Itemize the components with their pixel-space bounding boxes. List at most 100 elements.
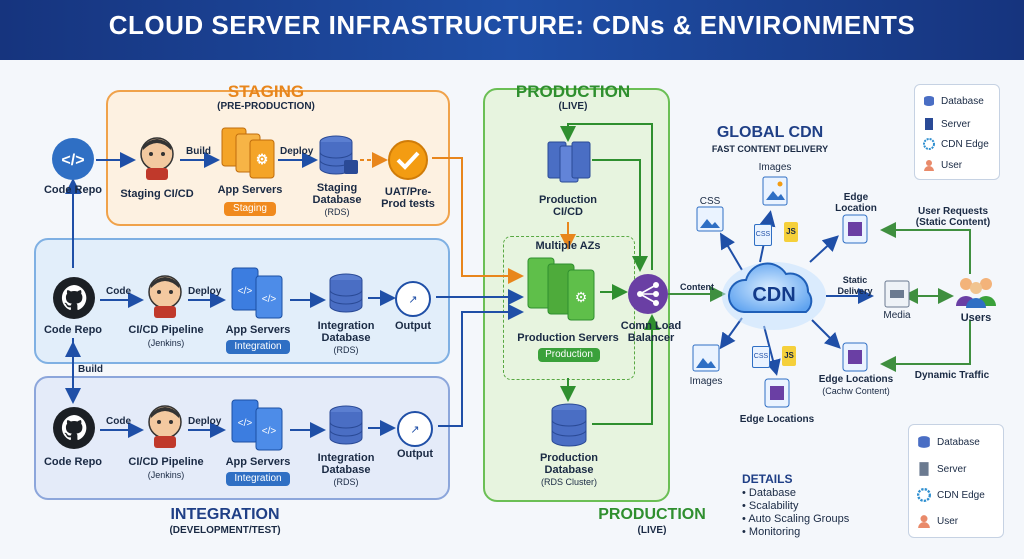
cdn-edge-bottom: Edge Locations bbox=[739, 414, 815, 425]
legend-top-item: CDN Edge bbox=[923, 138, 989, 150]
integration-a-app-servers-label: App Servers bbox=[225, 324, 291, 336]
production-subtitle: (LIVE) bbox=[558, 101, 588, 112]
staging-uat-line2: Prod tests bbox=[381, 198, 435, 210]
cdn-center-label: CDN bbox=[752, 284, 796, 306]
integration-b-output-label: Output bbox=[396, 448, 434, 460]
media-file-icon bbox=[884, 280, 910, 308]
legend-bottom-item: CDN Edge bbox=[917, 488, 985, 502]
staging-build-label: Build bbox=[186, 146, 211, 157]
cdn-content-label: Content bbox=[680, 282, 714, 292]
integration-a-ci-line2: (Jenkins) bbox=[147, 338, 185, 348]
integration-a-deploy-label: Deploy bbox=[188, 286, 222, 297]
cdn-static-line1: Static bbox=[842, 275, 868, 285]
integration-a-output-label: Output bbox=[394, 320, 432, 332]
production-ci-line2: CI/CD bbox=[553, 206, 583, 218]
app-server-icon: </> </> bbox=[231, 267, 283, 319]
cdn-css-top: CSS bbox=[699, 196, 721, 207]
users-label: Users bbox=[960, 312, 992, 324]
cdn-title: GLOBAL CDN bbox=[716, 124, 824, 141]
user-requests-line2: (Static Content) bbox=[915, 217, 991, 228]
integration-b-ci-line1: CI/CD Pipeline bbox=[128, 456, 204, 468]
cdn-images-bottom: Images bbox=[689, 376, 723, 387]
integration-a-code-repo-label: Code Repo bbox=[43, 324, 103, 336]
page-title: CLOUD SERVER INFRASTRUCTURE: CDNs & ENVI… bbox=[108, 10, 916, 40]
legend-bottom-item: Server bbox=[917, 461, 966, 477]
multiple-azs-label: Multiple AZs bbox=[535, 240, 601, 252]
header-bar bbox=[0, 0, 1024, 60]
jenkins-icon bbox=[148, 405, 182, 448]
integration-b-code-label: Code bbox=[106, 416, 131, 427]
edge-location-icon bbox=[764, 378, 790, 408]
cdn-media-label: Media bbox=[883, 310, 911, 321]
cdn-images-top: Images bbox=[758, 162, 792, 173]
integration-a-badge: Integration bbox=[226, 340, 290, 354]
image-icon bbox=[696, 206, 724, 232]
svg-text:↗: ↗ bbox=[408, 294, 417, 306]
cdn-subtitle: FAST CONTENT DELIVERY bbox=[711, 144, 829, 154]
production-badge: Production bbox=[538, 348, 600, 362]
edge-location-icon bbox=[842, 342, 868, 372]
app-server-icon: ⚙ bbox=[221, 127, 275, 179]
server-icon bbox=[925, 118, 933, 130]
jenkins-icon bbox=[140, 137, 174, 180]
jenkins-icon bbox=[148, 275, 182, 318]
integration-a-db-line2: Database bbox=[321, 332, 371, 344]
user-icon bbox=[924, 160, 934, 171]
output-icon: ↗ bbox=[395, 281, 431, 317]
integration-a-code-label: Code bbox=[106, 286, 131, 297]
load-balancer-icon bbox=[628, 274, 668, 314]
production-bottom-title: PRODUCTION bbox=[598, 506, 706, 523]
staging-db-line1: Staging bbox=[316, 182, 358, 194]
lb-line2: Balancer bbox=[627, 332, 675, 344]
staging-uat-line1: UAT/Pre- bbox=[384, 186, 432, 198]
image-icon bbox=[692, 344, 720, 372]
database-icon bbox=[329, 405, 363, 445]
edge-location-icon bbox=[842, 214, 868, 244]
user-requests-line1: User Requests bbox=[917, 206, 989, 217]
cdn-edge-top-line2: Location bbox=[835, 203, 877, 214]
staging-db-line3: (RDS) bbox=[324, 207, 350, 217]
css-chip-icon: CSS bbox=[754, 224, 772, 246]
integration-subtitle: (DEVELOPMENT/TEST) bbox=[169, 525, 281, 536]
details-item: • Monitoring bbox=[742, 526, 801, 538]
staging-subtitle: (PRE-PRODUCTION) bbox=[217, 101, 315, 112]
staging-badge: Staging bbox=[224, 202, 276, 216]
integration-b-db-line3: (RDS) bbox=[333, 477, 359, 487]
integration-b-app-servers-label: App Servers bbox=[225, 456, 291, 468]
css-chip-icon-bottom: CSS bbox=[752, 346, 770, 368]
integration-b-badge: Integration bbox=[226, 472, 290, 486]
details-item: • Scalability bbox=[742, 500, 799, 512]
production-title: PRODUCTION bbox=[515, 82, 631, 101]
integration-b-code-repo-label: Code Repo bbox=[43, 456, 103, 468]
app-server-icon: </> </> bbox=[231, 399, 283, 451]
legend-bottom-item: User bbox=[917, 514, 958, 528]
details-list: • Database • Scalability • Auto Scaling … bbox=[742, 487, 849, 539]
details-item: • Auto Scaling Groups bbox=[742, 513, 850, 525]
user-icon bbox=[918, 515, 930, 528]
js-chip-icon: JS bbox=[784, 222, 798, 242]
check-icon bbox=[388, 140, 428, 180]
legend-bottom: Database Server CDN Edge User bbox=[908, 424, 1004, 538]
production-bottom-subtitle: (LIVE) bbox=[637, 525, 667, 536]
github-icon bbox=[53, 277, 95, 319]
cdn-edge-right-line2: (Cachw Content) bbox=[822, 386, 890, 396]
integration-b-db-line2: Database bbox=[321, 464, 371, 476]
staging-code-repo-label: Code Repo bbox=[43, 184, 103, 196]
integration-a-db-line1: Integration bbox=[317, 320, 375, 332]
image-icon bbox=[762, 176, 788, 206]
staging-ci-label: Staging CI/CD bbox=[120, 188, 194, 200]
production-db-line2: Database bbox=[544, 464, 594, 476]
github-icon bbox=[53, 407, 95, 449]
svg-text:⚙: ⚙ bbox=[575, 289, 588, 305]
legend-top-item: Database bbox=[923, 95, 984, 107]
legend-top: Database Server CDN Edge User bbox=[914, 84, 1000, 180]
svg-text:↗: ↗ bbox=[410, 424, 419, 436]
svg-text:</>: </> bbox=[262, 426, 277, 437]
staging-app-servers-label: App Servers bbox=[217, 184, 283, 196]
cdn-edge-top-line1: Edge bbox=[843, 192, 869, 203]
database-icon bbox=[551, 403, 587, 447]
database-icon bbox=[329, 273, 363, 313]
production-ci-line1: Production bbox=[538, 194, 598, 206]
lb-line1: Comn Load bbox=[620, 320, 682, 332]
